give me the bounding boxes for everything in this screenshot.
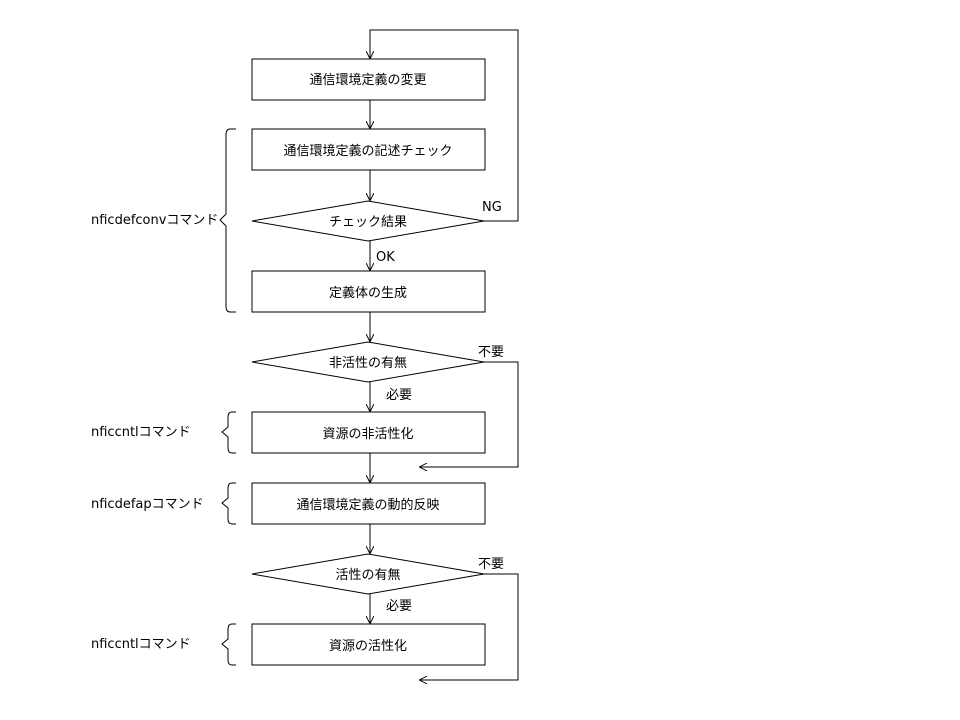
cntl-1-bracket [221,411,236,454]
skip-deactivate-line [420,361,519,467]
deactivate-resource-label: 資源の非活性化 [322,427,413,442]
cntl-2-command-label: nficcntlコマンド [91,637,191,652]
check-syntax-label: 通信環境定義の記述チェック [283,143,452,159]
need-deactivate-label: 非活性の有無 [329,356,407,371]
needed-label-1: 必要 [386,388,412,403]
defap-bracket [221,482,236,525]
skip-activate-line [420,573,519,680]
cntl-1-command-label: nficcntlコマンド [91,425,191,440]
change-def-box [251,58,486,101]
defconv-bracket [219,128,236,313]
change-def-label: 通信環境定義の変更 [309,72,426,88]
generate-def-box [251,270,486,313]
unneeded-label-1: 不要 [478,345,504,360]
activate-resource-label: 資源の活性化 [329,639,407,654]
dynamic-apply-label: 通信環境定義の動的反映 [296,497,439,513]
check-result-label: チェック結果 [329,215,407,230]
deactivate-resource-box [251,411,486,454]
unneeded-label-2: 不要 [478,557,504,572]
needed-label-2: 必要 [386,599,412,614]
cntl-2-bracket [221,623,236,666]
ok-label: OK [376,250,395,265]
check-result-diamond [251,200,485,242]
generate-def-label: 定義体の生成 [329,285,407,301]
ng-label: NG [482,200,502,215]
defap-command-label: nficdefapコマンド [91,497,204,512]
defconv-command-label: nficdefconvコマンド [91,213,218,228]
ng-loop-line [370,29,519,222]
check-syntax-box [251,128,486,171]
activate-resource-box [251,623,486,666]
need-activate-label: 活性の有無 [335,568,400,583]
dynamic-apply-box [251,482,486,525]
